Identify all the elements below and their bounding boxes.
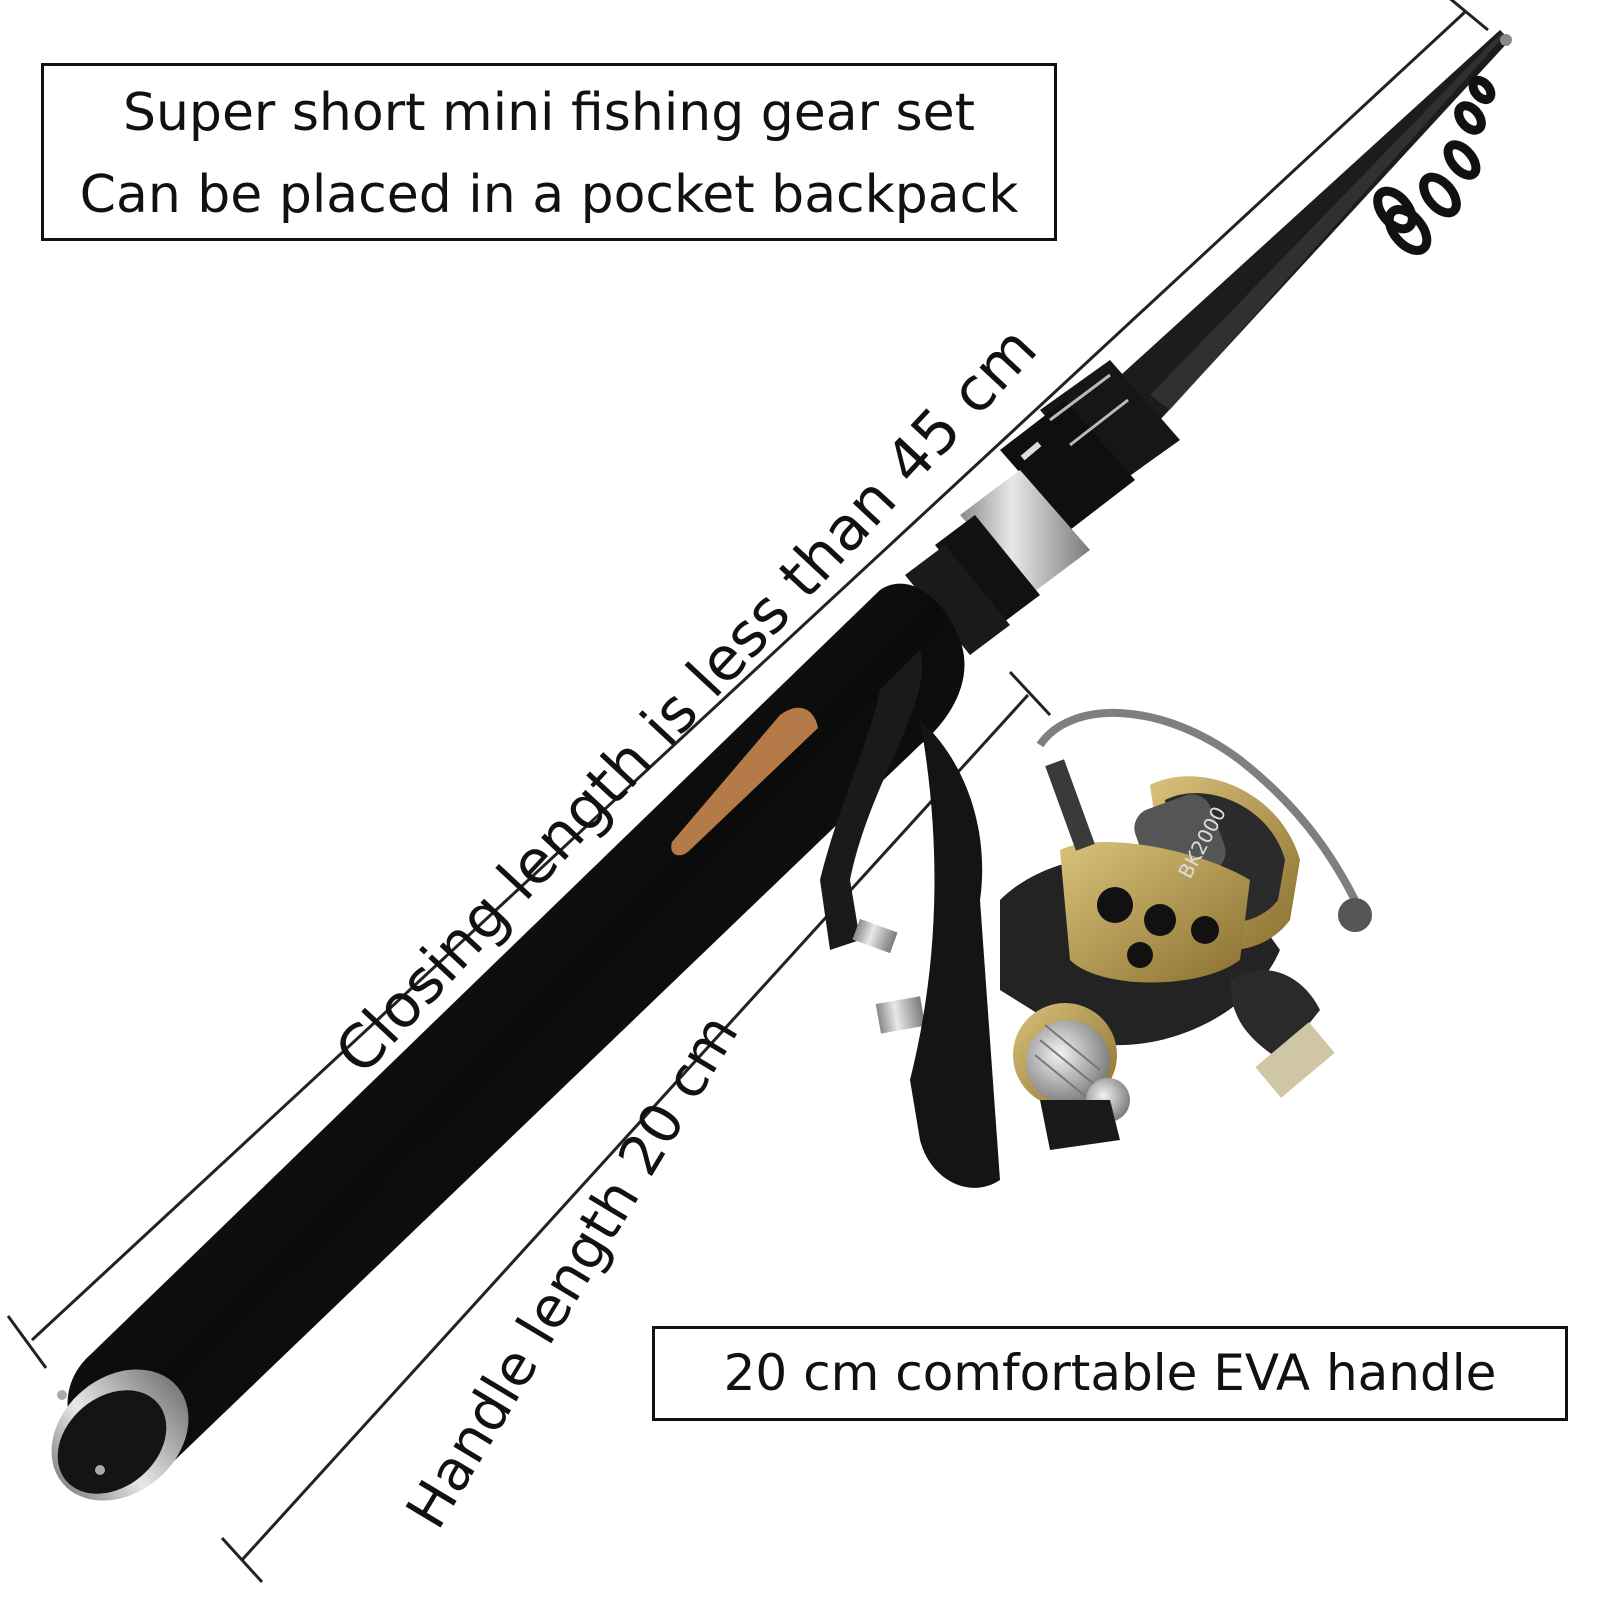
handle-length-dimension-line [220, 670, 1052, 1584]
cork-accent [671, 707, 818, 856]
rod-blank [1110, 30, 1512, 420]
spinning-reel: BK2000 [910, 709, 1372, 1188]
butt-cap [51, 1369, 189, 1501]
title-line-1: Super short mini fishing gear set [122, 83, 976, 143]
reel-seat [905, 360, 1180, 655]
eva-handle-text: 20 cm comfortable EVA handle [723, 1344, 1497, 1402]
closing-length-dimension-line [6, 0, 1489, 1369]
drag-knob-icon [1013, 1003, 1130, 1122]
title-callout-box: Super short mini fishing gear set Can be… [41, 63, 1057, 241]
bail-arm [1036, 709, 1364, 912]
title-line-2: Can be placed in a pocket backpack [79, 165, 1019, 225]
rod-guide-ring-icon [1373, 75, 1496, 255]
eva-handle-callout-box: 20 cm comfortable EVA handle [652, 1326, 1568, 1421]
eva-foam-handle [67, 583, 965, 1477]
reel-stem [820, 650, 926, 1034]
